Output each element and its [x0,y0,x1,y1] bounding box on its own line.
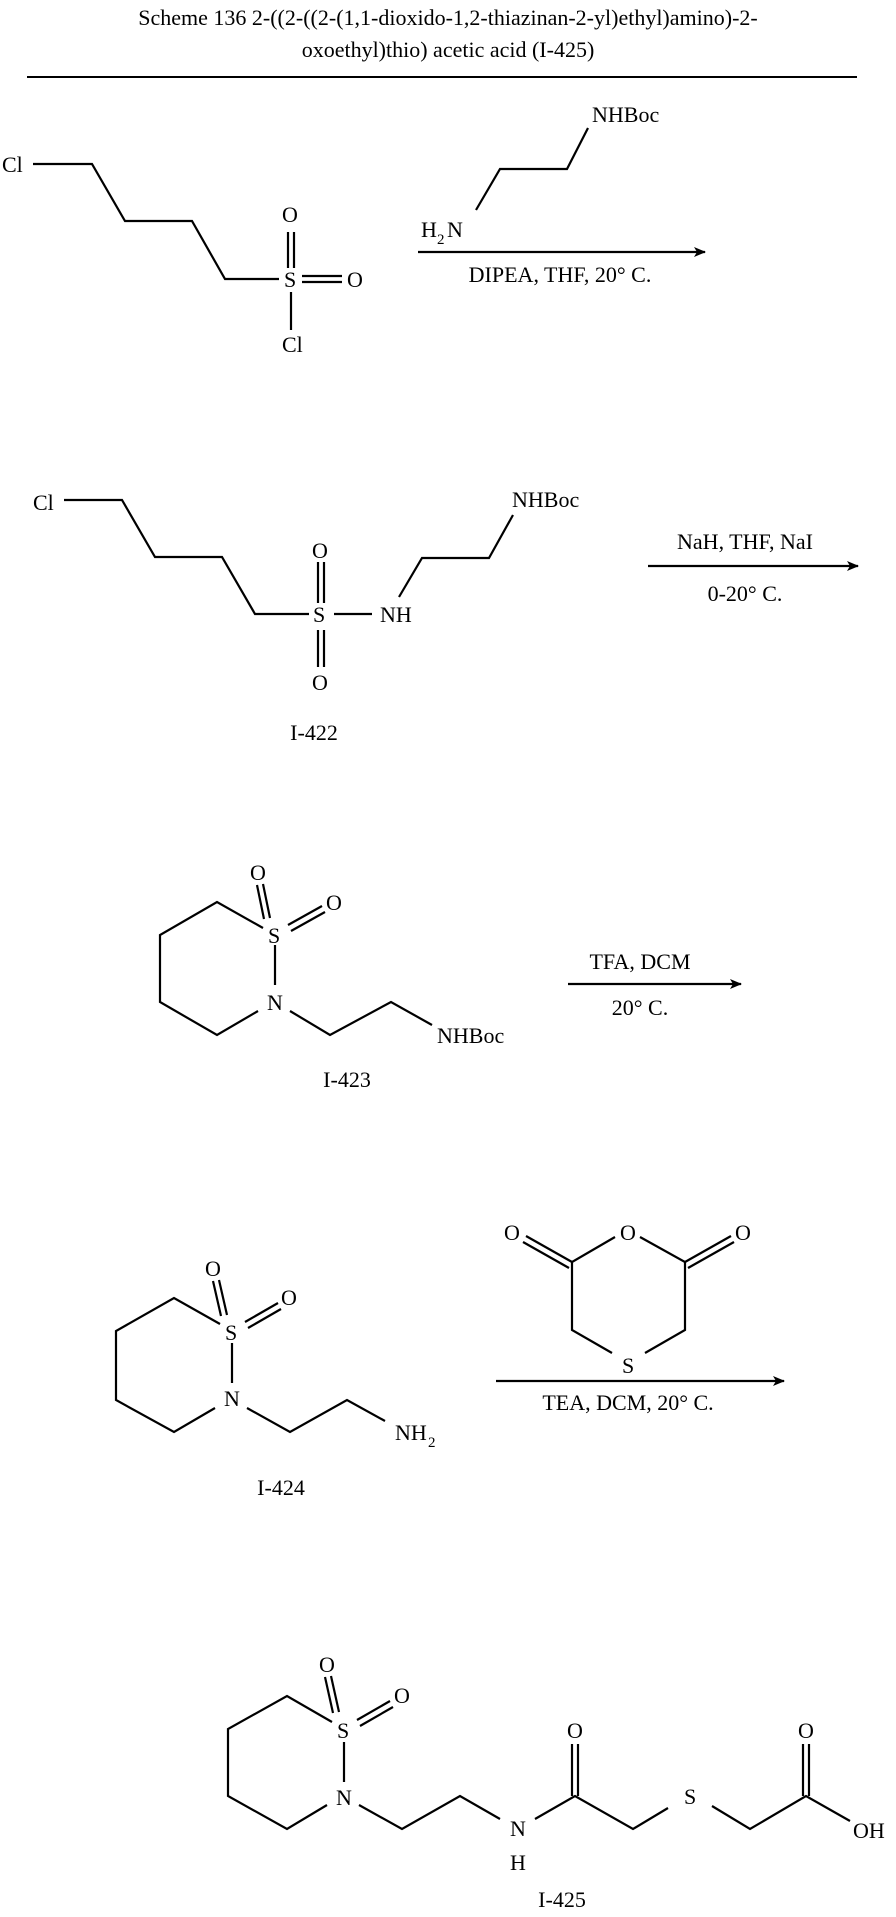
conditions-step-4: TEA, DCM, 20° C. [542,1390,713,1415]
compound-i425-structure: S N O O N H O S O OH I-425 [226,1652,885,1912]
atom-o: O [282,202,298,227]
atom-o: O [250,860,266,885]
atom-n: N [447,217,463,242]
compound-i424-structure: S N O O NH 2 I-424 [114,1256,436,1500]
atom-o: O [567,1718,583,1743]
compound-i422-structure: Cl S O O NH NHBoc I-422 [33,487,579,745]
group-oh: OH [853,1818,885,1843]
atom-o: O [394,1683,410,1708]
atom-s: S [313,602,325,627]
atom-h: H [421,217,437,242]
atom-n: N [510,1816,526,1841]
atom-o: O [798,1718,814,1743]
atom-s: S [268,923,280,948]
reaction-arrow-step-2: NaH, THF, NaI 0-20° C. [648,529,859,606]
compound-label-i424: I-424 [257,1475,305,1500]
group-nh: NH [380,602,412,627]
atom-n: N [267,990,283,1015]
atom-s: S [225,1320,237,1345]
atom-o: O [504,1220,520,1245]
reaction-arrow-step-4: TEA, DCM, 20° C. [496,1376,785,1415]
compound-i423-structure: S N O O NHBoc I-423 [158,860,504,1092]
atom-s: S [284,267,296,292]
conditions-above-step-3: TFA, DCM [589,949,690,974]
atom-s: S [622,1353,634,1378]
atom-s: S [337,1718,349,1743]
compound-label-i422: I-422 [290,720,338,745]
conditions-above-step-2: NaH, THF, NaI [677,529,813,554]
title-divider [27,76,857,78]
starting-material-structure: Cl S O O Cl [2,152,363,357]
atom-o: O [281,1285,297,1310]
atom-o: O [347,267,363,292]
atom-o: O [326,890,342,915]
atom-cl: Cl [282,332,303,357]
scheme-title-line-1: Scheme 136 2-((2-((2-(1,1-dioxido-1,2-th… [138,5,758,30]
compound-label-i423: I-423 [323,1067,371,1092]
conditions-below-step-3: 20° C. [612,995,668,1020]
reagent-boc-ethylenediamine: NHBoc H 2 N [421,102,659,248]
atom-n: N [224,1386,240,1411]
group-nhboc: NHBoc [437,1023,504,1048]
conditions-step-1: DIPEA, THF, 20° C. [469,262,652,287]
compound-label-i425: I-425 [538,1887,586,1912]
atom-o: O [319,1652,335,1677]
atom-o: O [312,670,328,695]
atom-cl: Cl [33,490,54,515]
atom-s: S [684,1784,696,1809]
scheme-title: Scheme 136 2-((2-((2-(1,1-dioxido-1,2-th… [0,2,896,66]
atom-o: O [735,1220,751,1245]
atom-cl: Cl [2,152,23,177]
group-nhboc: NHBoc [512,487,579,512]
reaction-arrow-step-1: DIPEA, THF, 20° C. [418,247,706,287]
conditions-below-step-2: 0-20° C. [708,581,783,606]
subscript-2: 2 [428,1435,436,1451]
group-nhboc: NHBoc [592,102,659,127]
atom-h: H [510,1850,526,1875]
reagent-thiodiglycolic-anhydride: O O O S [504,1220,751,1378]
group-nh2: NH [395,1420,427,1445]
reaction-arrow-step-3: TFA, DCM 20° C. [568,949,742,1020]
atom-o: O [312,538,328,563]
atom-o: O [620,1220,636,1245]
atom-n: N [336,1785,352,1810]
atom-o: O [205,1256,221,1281]
scheme-title-line-2: oxoethyl)thio) acetic acid (I-425) [301,37,595,62]
subscript-2: 2 [437,232,445,248]
